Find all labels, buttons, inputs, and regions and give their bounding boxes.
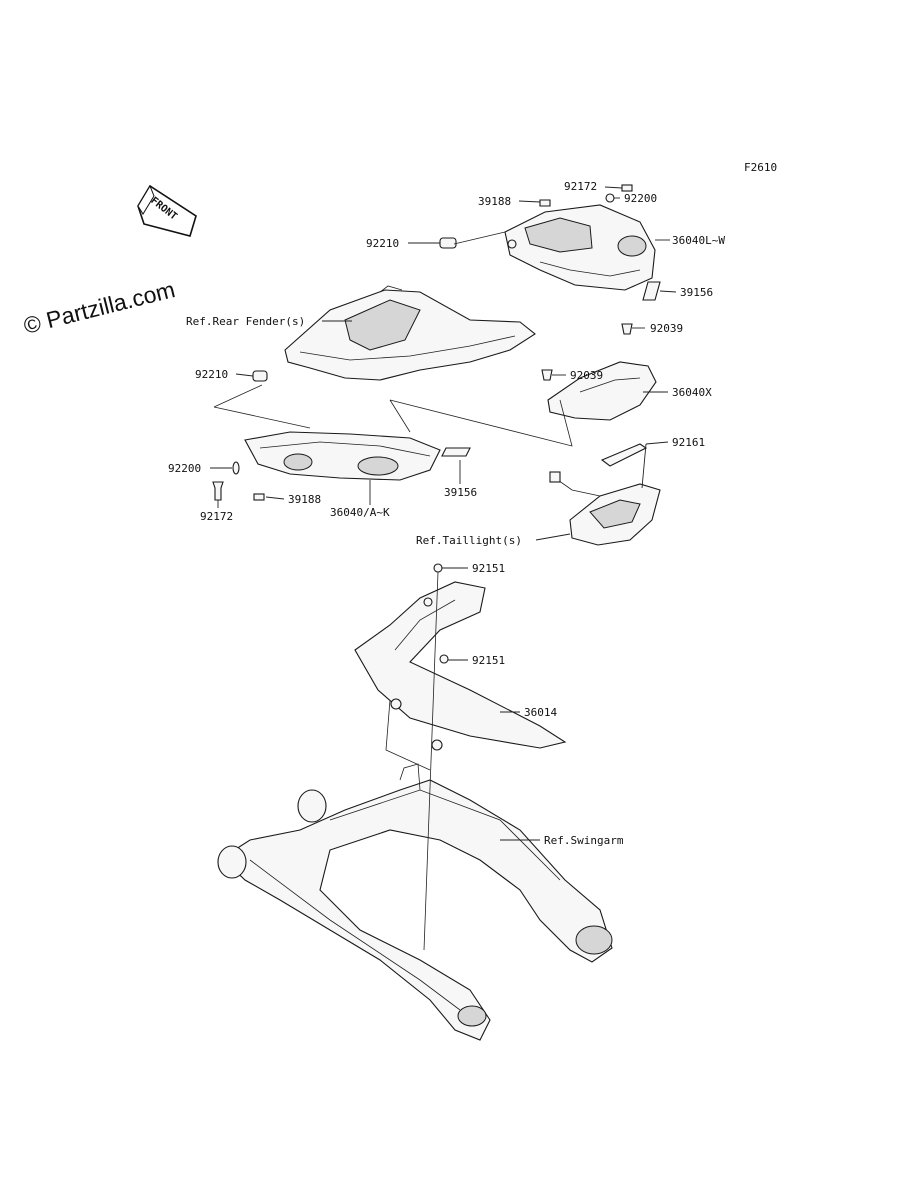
label-92172-left: 92172: [200, 510, 233, 523]
label-ref-taillight: Ref.Taillight(s): [416, 534, 522, 547]
side-cover-36040X: [547, 361, 657, 421]
label-36040LW: 36040L~W: [672, 234, 725, 247]
label-92151-top: 92151: [472, 562, 505, 575]
label-36014: 36014: [524, 706, 557, 719]
upper-cover-part: [504, 204, 656, 291]
pad-39188-left: [253, 493, 265, 501]
washer-92200-left: [232, 461, 240, 475]
label-92210-top: 92210: [366, 237, 399, 250]
label-92172-top: 92172: [564, 180, 597, 193]
bolt-92151-mid: [439, 654, 449, 664]
clip-92039-mid: [541, 369, 553, 381]
label-92200-top: 92200: [624, 192, 657, 205]
label-39156-left: 39156: [444, 486, 477, 499]
front-arrow-icon: FRONT: [137, 184, 197, 237]
label-ref-rear-fender: Ref.Rear Fender(s): [186, 315, 305, 328]
strip-39156-right: [642, 281, 661, 301]
washer-92200-top: [605, 193, 615, 203]
label-92039-mid: 92039: [570, 369, 603, 382]
strap-92161: [600, 443, 648, 467]
label-92200-left: 92200: [168, 462, 201, 475]
pad-39188-top: [539, 199, 551, 207]
label-36040AK: 36040/A~K: [330, 506, 390, 519]
label-39188-top: 39188: [478, 195, 511, 208]
bolt-92151-top: [433, 563, 443, 573]
figure-code: F2610: [744, 161, 777, 174]
label-92210-mid: 92210: [195, 368, 228, 381]
strip-39156-left: [441, 447, 471, 457]
screw-92172-left: [212, 481, 224, 501]
collar-92210-top: [439, 237, 457, 249]
collar-92210-mid: [252, 370, 268, 382]
label-92151-mid: 92151: [472, 654, 505, 667]
label-39188-left: 39188: [288, 493, 321, 506]
lower-cover-part: [244, 431, 441, 481]
taillight-ref: [549, 471, 661, 546]
label-ref-swingarm: Ref.Swingarm: [544, 834, 624, 847]
label-39156-right: 39156: [680, 286, 713, 299]
screw-92172-top: [621, 184, 633, 192]
chain-guard-36014: [354, 581, 567, 751]
label-92039-top: 92039: [650, 322, 683, 335]
rear-fender-ref: [284, 285, 536, 381]
clip-92039-top: [621, 323, 633, 335]
watermark: © Partzilla.com: [21, 276, 178, 339]
label-36040X: 36040X: [672, 386, 712, 399]
swingarm-ref: [217, 763, 613, 1041]
label-92161: 92161: [672, 436, 705, 449]
